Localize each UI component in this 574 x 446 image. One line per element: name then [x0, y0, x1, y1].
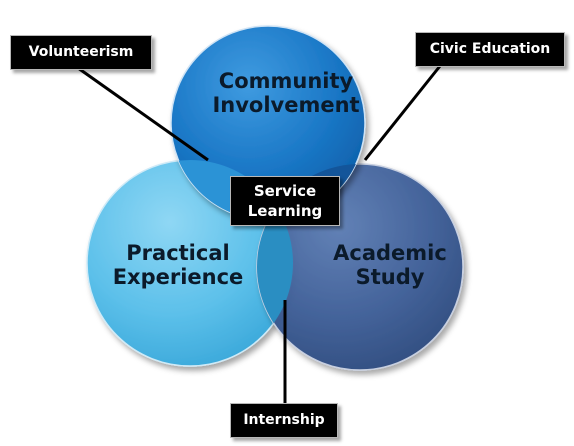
label-volunteerism: Volunteerism: [10, 35, 152, 70]
label-service-learning: Service Learning: [230, 176, 340, 226]
connector-civic-education: [363, 65, 442, 161]
practical-line1: Practical: [126, 241, 229, 265]
community-line1: Community: [219, 69, 354, 93]
label-civic-education-text: Civic Education: [429, 41, 551, 58]
label-service-line1: Service: [253, 181, 317, 200]
academic-line1: Academic: [333, 241, 447, 265]
practical-line2: Experience: [113, 265, 244, 289]
label-service-line2: Learning: [247, 202, 323, 220]
label-civic-education: Civic Education: [415, 32, 565, 67]
connector-volunteerism: [77, 66, 209, 162]
label-internship: Internship: [230, 403, 338, 438]
label-volunteerism-text: Volunteerism: [28, 44, 134, 61]
label-internship-text: Internship: [243, 412, 325, 429]
academic-line2: Study: [356, 265, 425, 289]
community-line2: Involvement: [212, 93, 359, 117]
